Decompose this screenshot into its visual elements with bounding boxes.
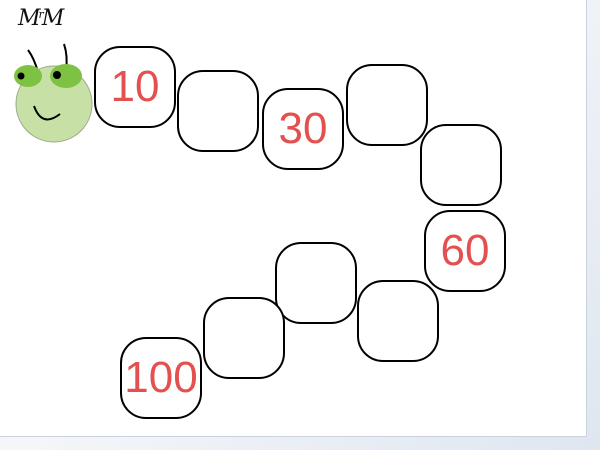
pupil-right-icon [53, 71, 61, 79]
logo-letter-left: M [18, 6, 41, 31]
body-segment-10: 100 [120, 337, 202, 419]
smile-icon [33, 105, 61, 121]
logo-letter-mid: r [38, 8, 44, 21]
pupil-left-icon [17, 72, 25, 80]
body-segment-4 [346, 64, 428, 146]
body-segment-9 [203, 297, 285, 379]
body-segment-2 [177, 70, 259, 152]
body-segment-1: 10 [94, 46, 176, 128]
body-segment-3: 30 [262, 88, 344, 170]
eye-left-icon [14, 65, 42, 87]
body-segment-6: 60 [424, 210, 506, 292]
logo-letter-right: M [41, 6, 65, 31]
body-segment-8 [275, 242, 357, 324]
brand-logo: MrM [18, 6, 65, 31]
body-segment-5 [420, 124, 502, 206]
body-segment-7 [357, 280, 439, 362]
caterpillar-head [14, 43, 93, 143]
eye-right-icon [50, 64, 82, 88]
worksheet-slide: MrM 10 30 60 100 [0, 0, 587, 437]
